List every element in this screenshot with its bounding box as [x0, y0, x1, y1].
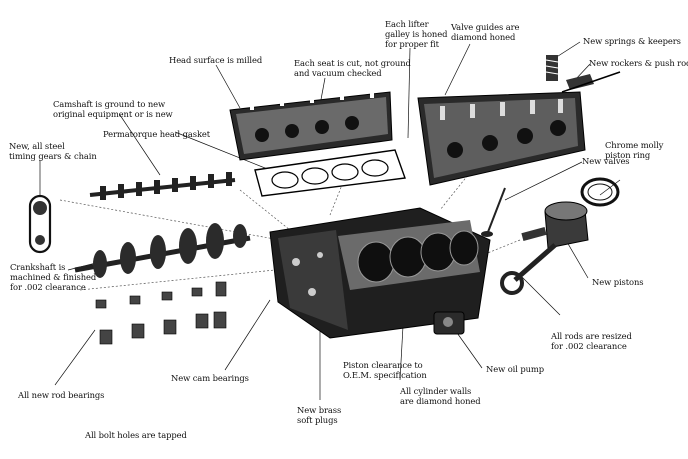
label-crankshaft: Crankshaft is machined & finished for .0…	[10, 262, 97, 292]
valve	[481, 187, 506, 237]
oil-pump	[433, 311, 465, 335]
label-piston-clearance: Piston clearance to O.E.M. specification	[343, 360, 427, 380]
connecting-rod	[500, 243, 557, 295]
label-bolt-holes: All bolt holes are tapped	[85, 430, 187, 440]
right-cylinder-head	[417, 91, 586, 186]
left-cylinder-head	[229, 88, 393, 161]
crankshaft	[74, 223, 251, 278]
label-rockers-push-rods: New rockers & push rods	[589, 58, 688, 68]
label-oil-pump: New oil pump	[486, 364, 545, 374]
piston-ring	[580, 177, 620, 207]
camshaft	[89, 172, 236, 200]
label-camshaft: Camshaft is ground to new original equip…	[53, 99, 173, 119]
bearings	[95, 281, 227, 345]
label-cylinder-walls: All cylinder walls are diamond honed	[400, 386, 481, 406]
label-valve-guides: Valve guides are diamond honed	[451, 22, 520, 42]
label-rod-bearings: All new rod bearings	[18, 390, 105, 400]
label-piston-ring: Chrome molly piston ring	[605, 140, 664, 160]
label-springs-keepers: New springs & keepers	[583, 36, 681, 46]
engine-block	[269, 207, 491, 339]
label-brass-plugs: New brass soft plugs	[297, 405, 342, 425]
label-cam-bearings: New cam bearings	[171, 373, 249, 383]
label-lifter-galley: Each lifter galley is honed for proper f…	[385, 19, 448, 49]
rockers	[561, 71, 621, 93]
label-seat-cut: Each seat is cut, not ground and vacuum …	[294, 58, 411, 78]
label-head-surface: Head surface is milled	[169, 55, 263, 65]
label-new-valves: New valves	[582, 156, 630, 166]
valve-springs	[545, 55, 559, 81]
timing-chain	[28, 194, 52, 254]
piston	[521, 201, 589, 249]
label-new-pistons: New pistons	[592, 277, 644, 287]
label-rods-resized: All rods are resized for .002 clearance	[551, 331, 632, 351]
label-timing-gears: New, all steel timing gears & chain	[9, 141, 97, 161]
head-gasket	[254, 149, 406, 197]
label-head-gasket: Permatorque head gasket	[103, 129, 211, 139]
